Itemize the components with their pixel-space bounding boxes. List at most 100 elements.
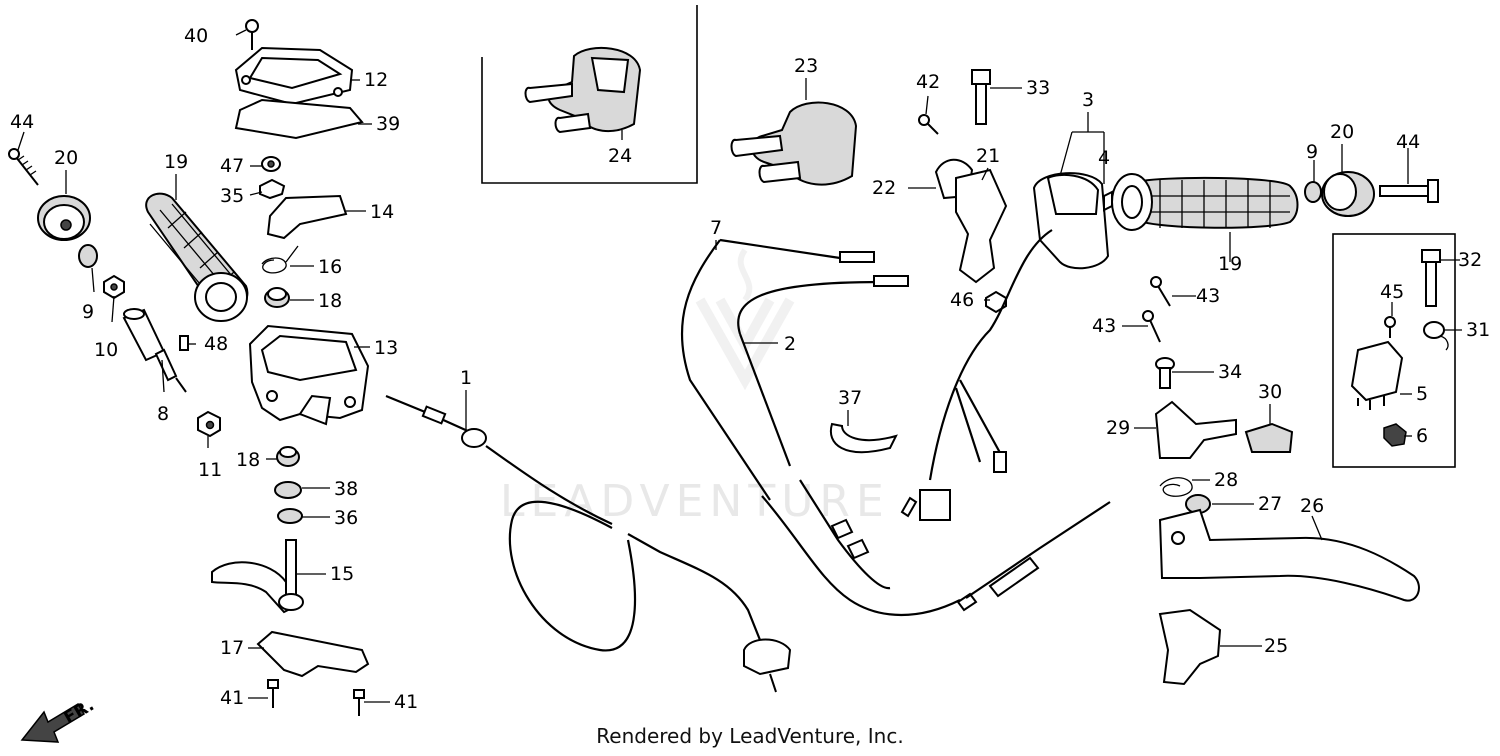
callout-5: 5 <box>1416 383 1428 405</box>
part-screw-42 <box>918 114 939 135</box>
watermark-text: LEADVENTURE <box>500 476 890 527</box>
part-seal-38 <box>274 481 302 499</box>
part-clamp-37 <box>829 422 898 454</box>
callout-1: 1 <box>460 367 472 389</box>
part-bar-end-20-left <box>37 195 91 241</box>
callout-leaders <box>17 29 1462 703</box>
part-bolt-41-left <box>267 679 279 708</box>
part-bolt-33 <box>971 69 991 125</box>
callout-37: 37 <box>838 387 862 409</box>
front-direction-arrow <box>20 702 86 743</box>
part-plug-9-left <box>78 244 98 268</box>
callout-32: 32 <box>1458 249 1482 271</box>
callout-12: 12 <box>364 69 388 91</box>
callout-25: 25 <box>1264 635 1288 657</box>
part-switch-5 <box>1350 340 1404 410</box>
part-holder-25 <box>1158 608 1222 686</box>
callout-20-left: 20 <box>54 147 78 169</box>
part-spring-16 <box>261 245 299 274</box>
callout-18-top: 18 <box>318 290 342 312</box>
callout-27: 27 <box>1258 493 1282 515</box>
part-spring-cable <box>988 556 1040 598</box>
part-cable-2 <box>737 275 909 590</box>
part-switch-housing-3 <box>900 172 1113 521</box>
part-cover-12 <box>234 46 354 106</box>
callout-33: 33 <box>1026 77 1050 99</box>
part-bracket-29 <box>1154 400 1237 459</box>
part-screw-44-left <box>8 148 39 186</box>
callout-46: 46 <box>950 289 974 311</box>
callout-6: 6 <box>1416 425 1428 447</box>
callout-20-right: 20 <box>1330 121 1354 143</box>
callout-41-right: 41 <box>394 691 418 713</box>
part-bar-end-20-right <box>1321 171 1375 217</box>
callout-labels: 44 20 19 9 10 8 48 11 40 12 39 47 35 14 … <box>10 25 1490 713</box>
inset-box-switch <box>1332 233 1456 468</box>
part-plate-14 <box>266 194 348 240</box>
part-screw-43-upper <box>1150 276 1171 307</box>
callout-21: 21 <box>976 145 1000 167</box>
callout-35: 35 <box>220 185 244 207</box>
part-plug-9-right <box>1304 181 1322 203</box>
part-lever-15 <box>211 539 304 614</box>
part-screw-45 <box>1384 316 1396 338</box>
callout-43-upper: 43 <box>1196 285 1220 307</box>
callout-34: 34 <box>1218 361 1242 383</box>
part-nut-10 <box>103 274 125 300</box>
callout-13: 13 <box>374 337 398 359</box>
callout-43-lower: 43 <box>1092 315 1116 337</box>
callout-42: 42 <box>916 71 940 93</box>
callout-39: 39 <box>376 113 400 135</box>
callout-41-left: 41 <box>220 687 244 709</box>
part-spring-28 <box>1159 477 1193 497</box>
part-shaft-8 <box>122 308 187 393</box>
part-grip-19-left <box>145 192 249 322</box>
part-cable-7 <box>680 238 978 616</box>
part-nut-47 <box>261 156 281 172</box>
callout-8: 8 <box>157 403 169 425</box>
part-cap-6 <box>1383 423 1407 447</box>
callout-23: 23 <box>794 55 818 77</box>
callout-3: 3 <box>1082 89 1094 111</box>
callout-22: 22 <box>872 177 896 199</box>
callout-15: 15 <box>330 563 354 585</box>
part-plate-17 <box>256 630 370 678</box>
callout-24: 24 <box>608 145 632 167</box>
callout-17: 17 <box>220 637 244 659</box>
callout-19-right: 19 <box>1218 253 1242 275</box>
part-washer-36 <box>277 508 303 524</box>
callout-38: 38 <box>334 478 358 500</box>
inset-box-24 <box>481 5 698 184</box>
part-lever-26 <box>1158 508 1420 602</box>
callout-14: 14 <box>370 201 394 223</box>
watermark-logo <box>695 248 795 391</box>
callout-18-bottom: 18 <box>236 449 260 471</box>
part-washer-35 <box>259 178 286 200</box>
part-screw-43-lower <box>1142 310 1161 343</box>
callout-30: 30 <box>1258 381 1282 403</box>
callout-31: 31 <box>1466 319 1490 341</box>
part-screw-40 <box>245 19 259 50</box>
callout-9-right: 9 <box>1306 141 1318 163</box>
callout-7: 7 <box>710 217 722 239</box>
callout-44-left: 44 <box>10 111 34 133</box>
callout-29: 29 <box>1106 417 1130 439</box>
part-gasket-39 <box>234 98 364 140</box>
callout-11: 11 <box>198 459 222 481</box>
part-pad-30 <box>1244 422 1294 453</box>
callout-10: 10 <box>94 339 118 361</box>
part-cable-1 <box>385 394 792 693</box>
part-housing-13 <box>248 324 370 426</box>
part-bolt-41-right <box>353 689 365 716</box>
callout-28: 28 <box>1214 469 1238 491</box>
part-bolt-44-right <box>1379 179 1439 203</box>
render-credit: Rendered by LeadVenture, Inc. <box>596 724 904 748</box>
part-collar-18-top <box>264 287 290 308</box>
callout-48: 48 <box>204 333 228 355</box>
callout-36: 36 <box>334 507 358 529</box>
callout-45: 45 <box>1380 281 1404 303</box>
callout-19-left: 19 <box>164 151 188 173</box>
part-cable-brake <box>965 501 1111 599</box>
callout-4: 4 <box>1098 147 1110 169</box>
